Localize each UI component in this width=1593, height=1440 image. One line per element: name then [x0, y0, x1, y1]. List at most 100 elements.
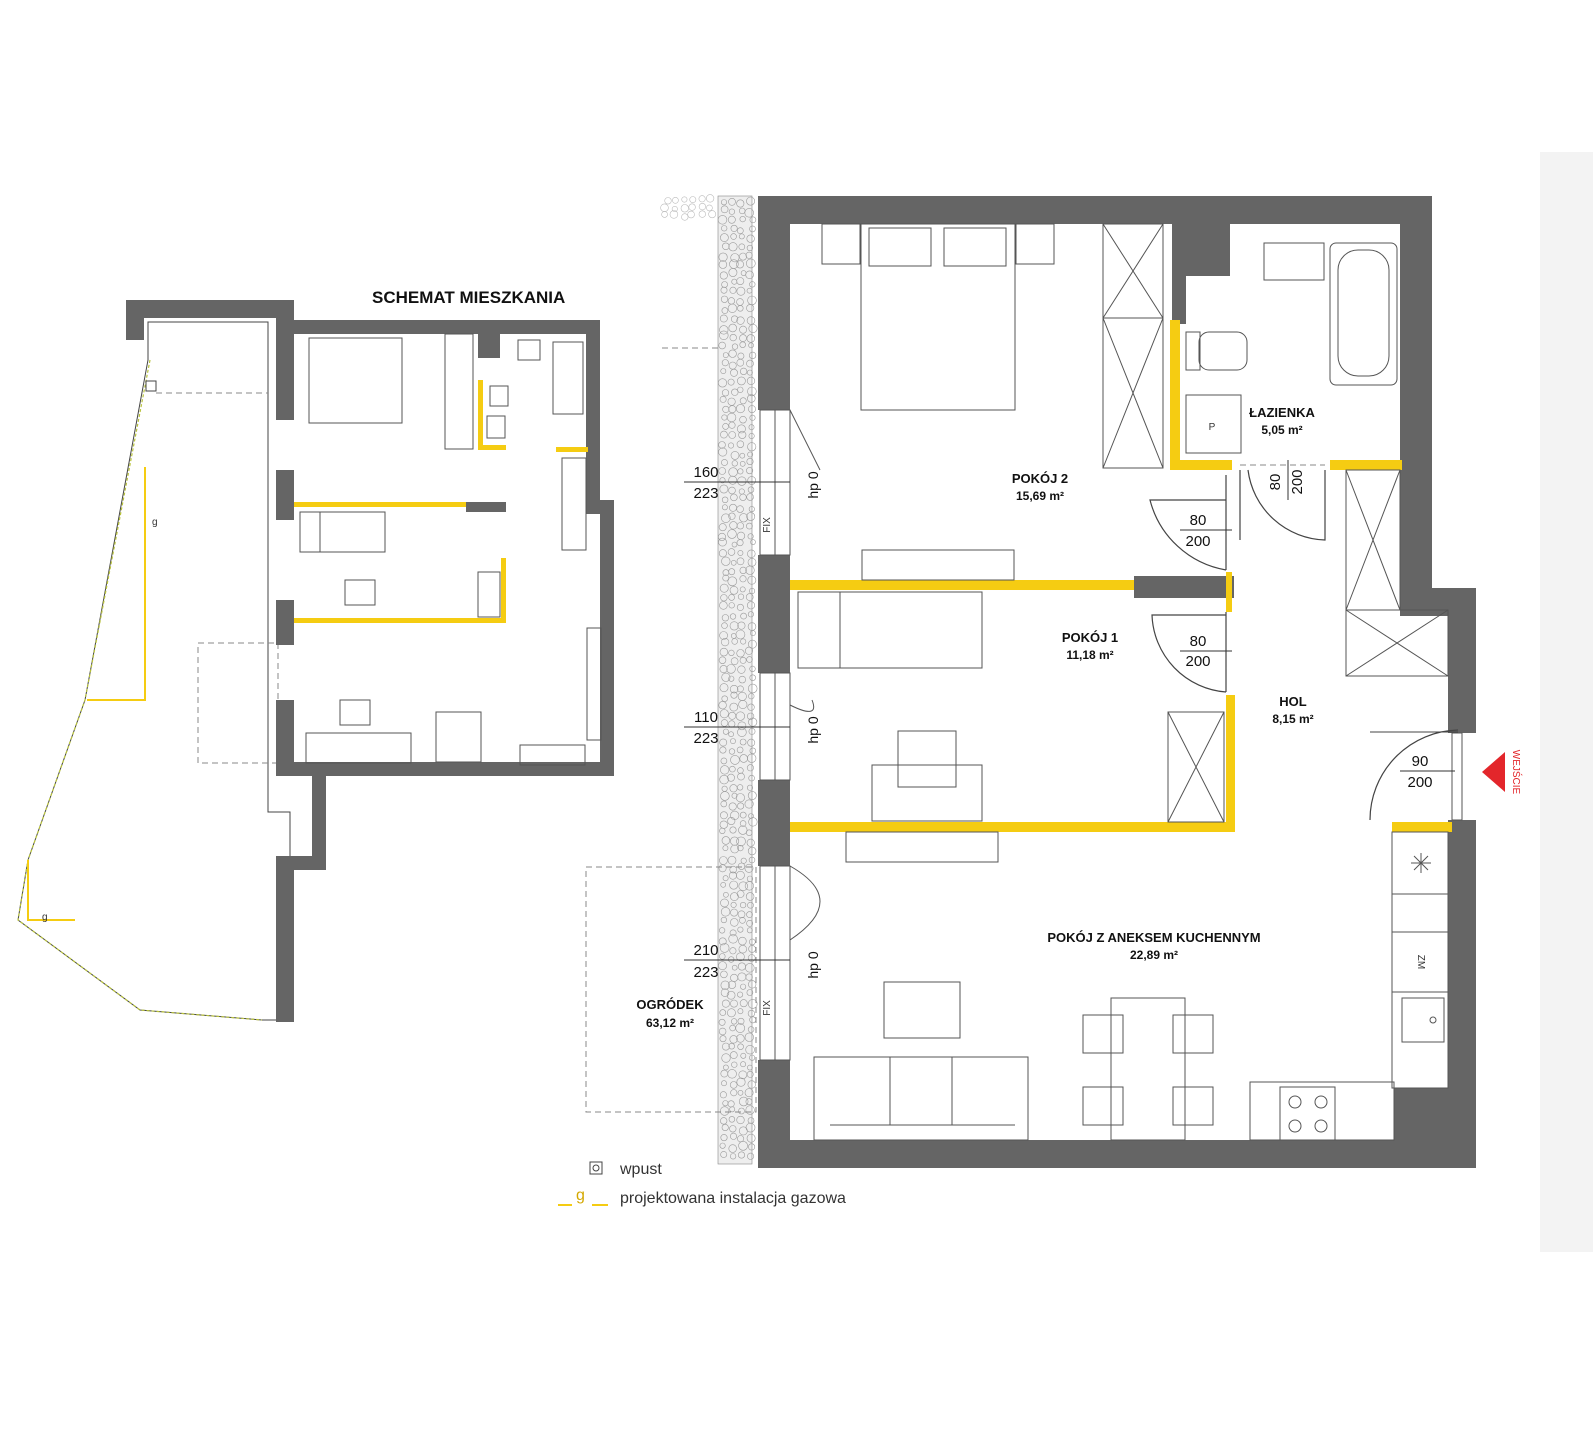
- gravel-stone: [728, 649, 735, 657]
- aneks-name: POKÓJ Z ANEKSEM KUCHENNYM: [1047, 930, 1260, 945]
- schematic-gas-label-1: g: [152, 517, 158, 528]
- dining-chair: [1082, 1014, 1124, 1054]
- pokoj1-name: POKÓJ 1: [1062, 630, 1118, 645]
- gravel-stone: [721, 496, 729, 503]
- schematic-wardrobe-2: [477, 571, 501, 618]
- gravel-stone: [722, 875, 729, 882]
- schematic-partition: [478, 445, 506, 450]
- gravel-stone: [729, 1106, 736, 1113]
- gravel-stone: [718, 656, 727, 664]
- wall-left-2: [758, 555, 790, 673]
- schematic-wall: [478, 334, 500, 358]
- door-pokoj1-width: 80: [1190, 633, 1207, 650]
- gravel-stone: [739, 460, 746, 467]
- gravel-stone: [737, 593, 745, 600]
- gravel-stone: [746, 467, 754, 475]
- gravel-stone: [736, 227, 744, 234]
- schematic-wall: [600, 505, 614, 775]
- wall-left-3: [758, 780, 790, 866]
- gravel-stone: [721, 672, 731, 682]
- dining-chair: [1082, 1086, 1124, 1126]
- gravel-stone: [747, 753, 757, 763]
- gravel-stone: [737, 1008, 744, 1015]
- gravel-stone: [745, 1122, 756, 1133]
- gravel-stone: [747, 703, 755, 711]
- nightstand: [1015, 223, 1055, 265]
- gravel-stone: [729, 826, 737, 834]
- gravel-stone: [746, 1133, 756, 1143]
- gravel-stone: [720, 791, 730, 801]
- gravel-strip: [660, 194, 758, 1165]
- gravel-stone: [747, 791, 757, 800]
- gravel-stone: [738, 944, 747, 954]
- gravel-stone: [719, 601, 728, 610]
- gravel-stone: [730, 368, 738, 377]
- gravel-stone: [748, 1143, 756, 1151]
- gravel-stone: [737, 862, 746, 870]
- schematic-chair: [344, 579, 376, 606]
- schematic-wall: [276, 470, 294, 520]
- schematic-wall: [126, 300, 144, 340]
- burner: [1314, 1095, 1328, 1109]
- furniture: P ZM: [797, 223, 1449, 1141]
- gravel-stone: [728, 475, 738, 485]
- gravel-stone: [718, 260, 728, 269]
- pillow: [868, 227, 932, 267]
- gravel-stone: [719, 484, 729, 494]
- schematic-partition: [294, 502, 466, 507]
- gravel-stone: [721, 695, 728, 702]
- gravel-stone: [746, 601, 755, 610]
- gravel-stone: [745, 258, 756, 269]
- window-swing: [789, 865, 821, 941]
- door-pokoj2-height: 200: [1185, 533, 1210, 550]
- gravel-stone: [723, 891, 729, 898]
- gravel-stone: [735, 629, 746, 640]
- desk: [861, 549, 1015, 581]
- gravel-stone: [746, 911, 753, 918]
- gravel-stone: [737, 844, 744, 852]
- partition-bath-bottom: [1170, 460, 1232, 470]
- gravel-stone: [728, 1042, 735, 1050]
- gravel-stone: [729, 1153, 737, 1160]
- gravel-stone: [739, 341, 746, 348]
- gravel-stone: [748, 639, 757, 649]
- gravel-stone: [729, 1051, 738, 1059]
- gravel-stone: [729, 503, 737, 512]
- gravel-stone: [720, 295, 729, 303]
- gravel-stone: [671, 206, 678, 213]
- gravel-stone: [719, 314, 728, 323]
- burner: [1288, 1119, 1302, 1133]
- gravel-stone: [738, 675, 746, 684]
- wardrobe-cross: [1167, 711, 1225, 823]
- partition-bath: [1170, 320, 1180, 470]
- room-labels: POKÓJ 2 15,69 m² ŁAZIENKA 5,05 m² POKÓJ …: [1012, 405, 1316, 962]
- boiler-label: P: [1209, 422, 1216, 433]
- gravel-stone: [728, 405, 737, 414]
- gravel-stone: [721, 225, 728, 232]
- gravel-stone: [738, 1070, 748, 1080]
- gravel-stone: [739, 738, 747, 746]
- gravel-stone: [737, 468, 744, 475]
- gravel-stone: [746, 234, 755, 243]
- bath-sink: [1263, 242, 1325, 281]
- gravel-stone: [730, 233, 737, 240]
- gravel-stone: [736, 199, 745, 208]
- schematic-box: [486, 415, 506, 439]
- schematic-partition: [501, 558, 506, 622]
- gravel-stone: [744, 1088, 754, 1098]
- wall-left-1: [758, 196, 790, 410]
- gravel-stone: [729, 929, 737, 937]
- wc-tank: [1185, 331, 1201, 371]
- gravel-stone: [727, 303, 738, 313]
- gravel-stone: [719, 774, 729, 785]
- gravel-stone: [747, 1080, 756, 1089]
- wall-right-2: [1400, 460, 1432, 610]
- gravel-stone: [729, 585, 739, 595]
- gravel-stone: [738, 243, 746, 251]
- gravel-stone: [746, 1071, 754, 1078]
- gravel-stone: [737, 476, 747, 486]
- legend-gas-label: projektowana instalacja gazowa: [620, 1190, 846, 1207]
- door-entrance-height: 200: [1407, 774, 1432, 791]
- gravel-stone: [744, 799, 754, 809]
- gravel-stone: [747, 394, 756, 403]
